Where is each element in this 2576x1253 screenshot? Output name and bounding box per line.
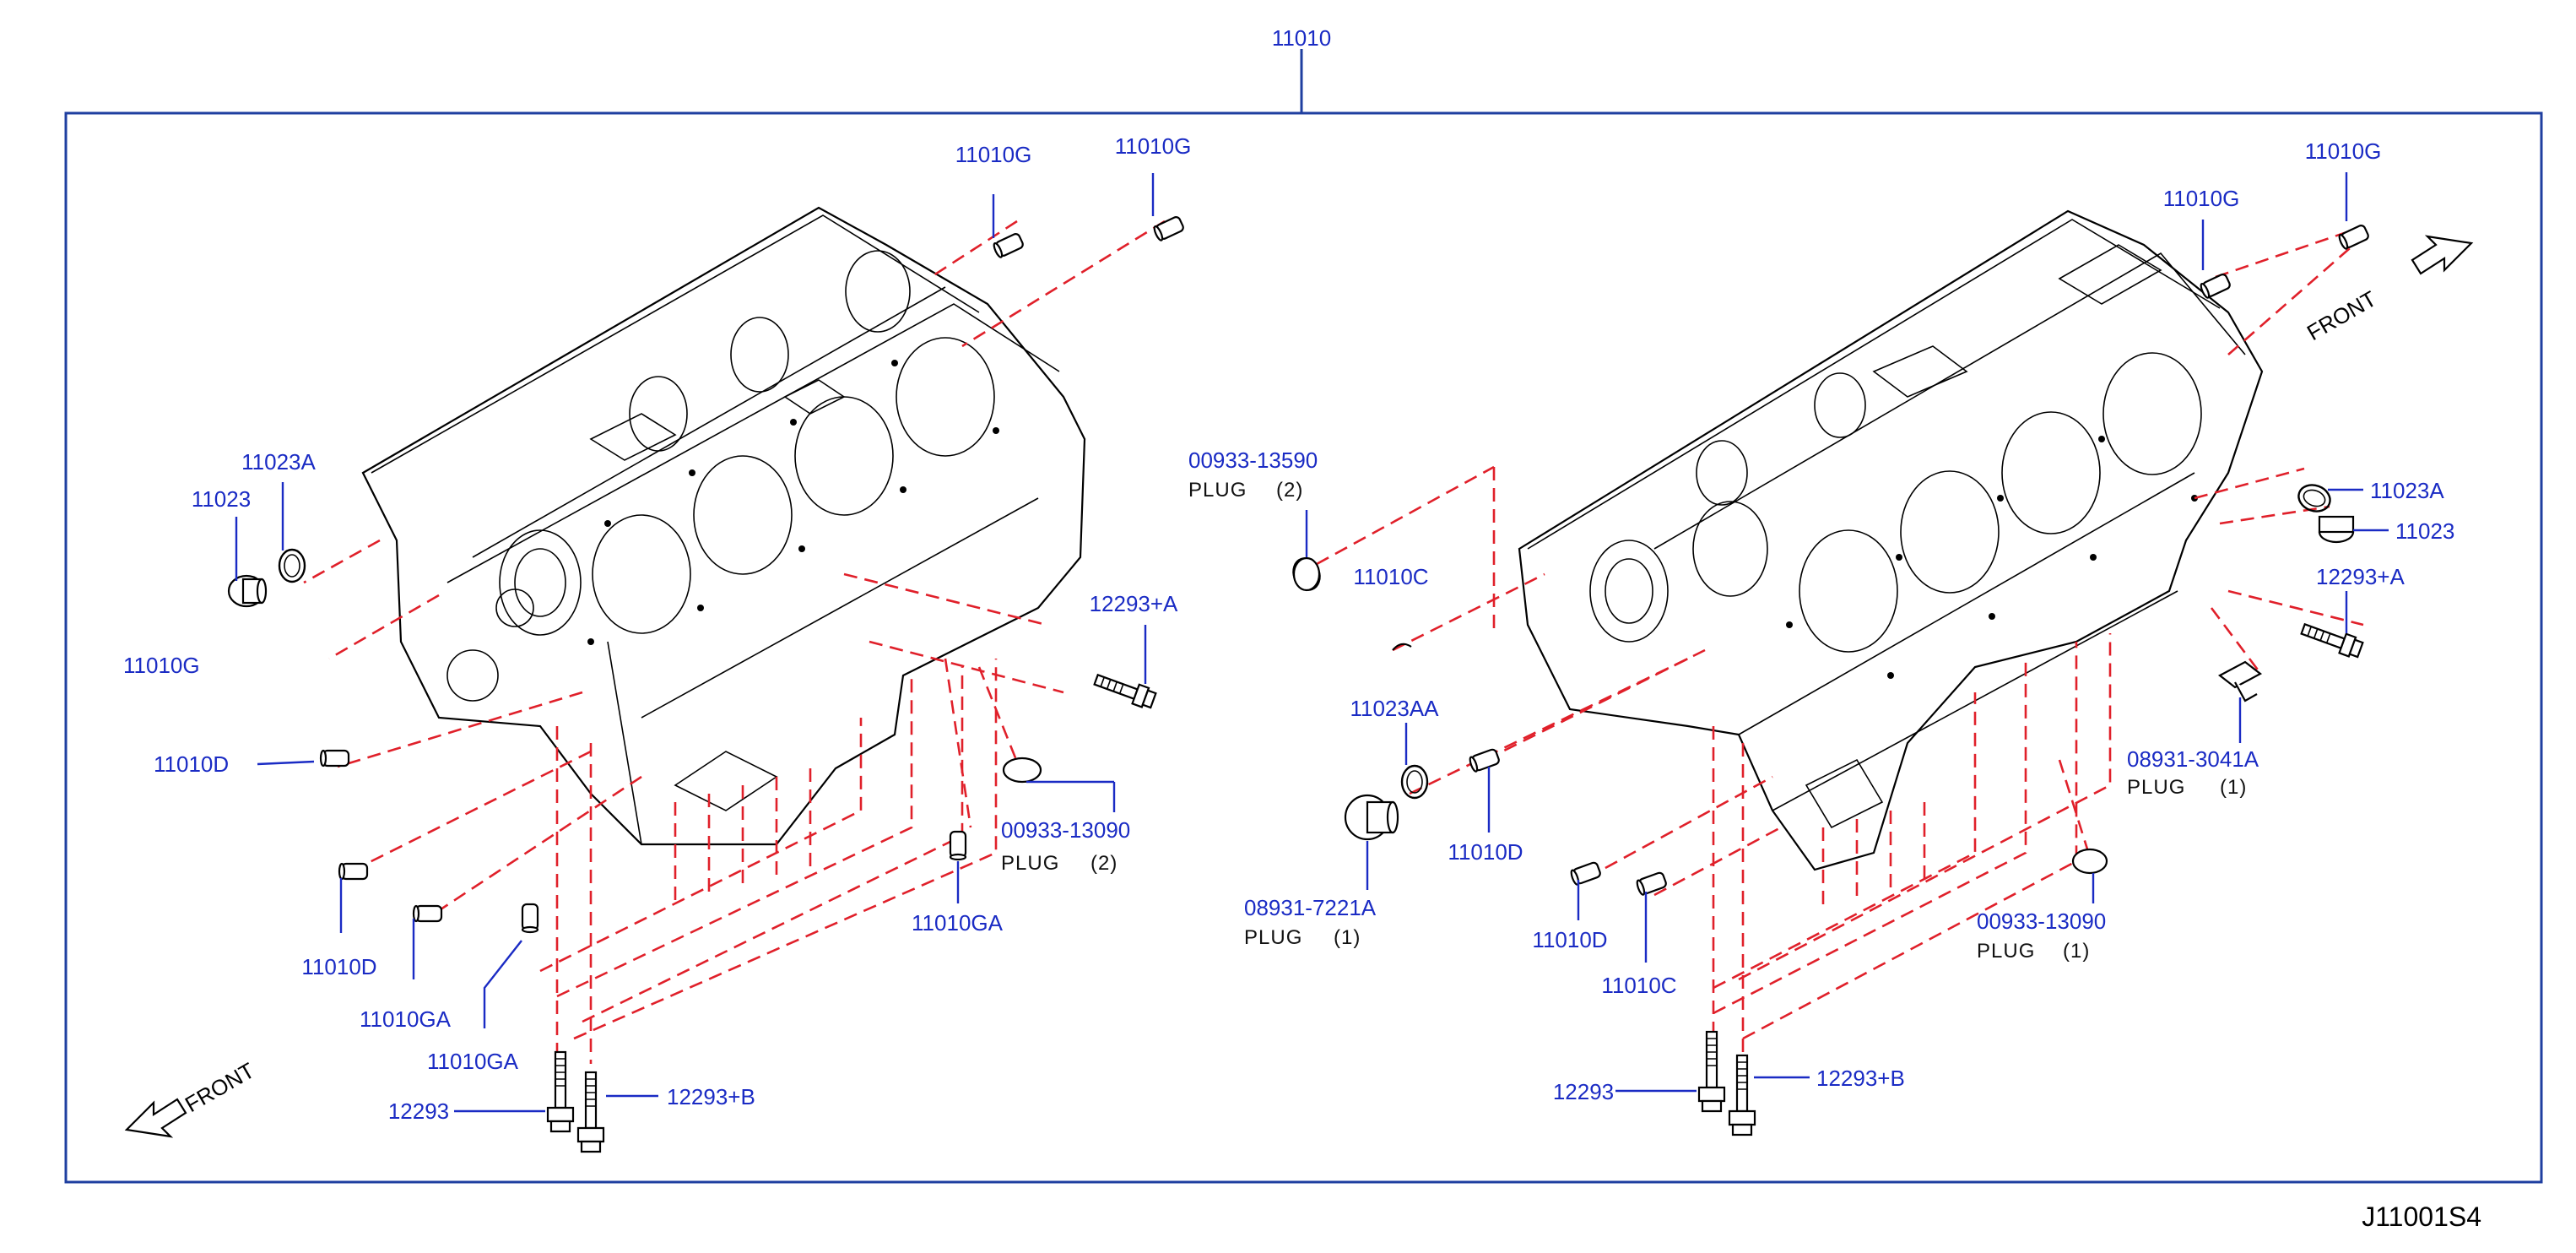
- dowel-11010d-d: [1568, 860, 1603, 887]
- label-12293b-right: 12293+B: [1816, 1066, 1905, 1091]
- label-11010d-d: 11010D: [1532, 927, 1607, 952]
- washer-11023a-right: [2293, 480, 2335, 517]
- plug-08931-3041a: [2217, 660, 2263, 702]
- diagram-frame: [64, 111, 2543, 1184]
- bolt-12293b-right: [1728, 1054, 1756, 1136]
- label-12293a-right: 12293+A: [2316, 564, 2405, 589]
- leaders-right: [1305, 172, 2389, 1093]
- dowel-11010d-c: [1467, 747, 1502, 773]
- bolt-12293a-left: [1091, 669, 1158, 711]
- label-11010ga-b: 11010GA: [427, 1049, 519, 1074]
- label-11010ga-c: 11010GA: [912, 910, 1004, 936]
- bolt-12293a-right: [2298, 618, 2365, 660]
- label-11010g-d: 11010G: [2163, 186, 2240, 211]
- label-11010g-a: 11010G: [955, 142, 1032, 167]
- label-11010d-c: 11010D: [1448, 839, 1523, 865]
- dowel-11010d-b: [338, 862, 369, 881]
- dowel-11010g-e: [2336, 223, 2371, 251]
- dowel-11010g-a: [991, 231, 1026, 259]
- plug-text-08931-7221a: PLUG: [1244, 926, 1302, 949]
- label-11023-left: 11023: [192, 486, 251, 512]
- cylinder-block-right: [1518, 209, 2264, 871]
- bolt-12293-left: [546, 1050, 575, 1133]
- plug-qty-00933-13090-left: (2): [1090, 852, 1118, 875]
- dowel-11010c-b: [1634, 871, 1669, 897]
- dowel-11010d-a: [319, 749, 350, 768]
- plug-qty-00933-13090-right: (1): [2063, 940, 2090, 963]
- plug-text-00933-13090-left: PLUG: [1001, 852, 1059, 875]
- label-12293a-left: 12293+A: [1090, 591, 1178, 616]
- dowel-11010ga-c: [949, 830, 967, 861]
- plug-11023-right: [2318, 515, 2355, 544]
- plug-text-08931-3041a: PLUG: [2127, 776, 2185, 799]
- label-12293-right: 12293: [1553, 1079, 1614, 1104]
- label-11010g-b: 11010G: [1115, 133, 1192, 159]
- label-08931-3041a: 08931-3041A: [2127, 746, 2259, 772]
- front-arrow-left: FRONT: [124, 1057, 259, 1138]
- bolt-12293-right: [1697, 1030, 1726, 1113]
- washer-11023a-left: [278, 548, 306, 583]
- washer-11023aa: [1400, 764, 1429, 800]
- leaders-left: [235, 173, 1155, 1113]
- plug-00933-13090-left: [1002, 757, 1042, 784]
- dowel-11010ga-b: [521, 903, 539, 934]
- plug-11023-left: [227, 574, 268, 608]
- label-11010d-a: 11010D: [154, 751, 229, 777]
- label-08931-7221a: 08931-7221A: [1244, 895, 1377, 920]
- label-11010d-b: 11010D: [301, 954, 376, 979]
- front-arrow-right: FRONT: [2303, 235, 2474, 345]
- label-12293b-left: 12293+B: [667, 1084, 755, 1109]
- cylinder-block-left: [361, 206, 1086, 846]
- plug-text-00933-13090-right: PLUG: [1977, 940, 2035, 963]
- label-00933-13090-left: 00933-13090: [1001, 817, 1130, 843]
- label-11023a-right: 11023A: [2370, 478, 2444, 503]
- plug-qty-08931-7221a: (1): [1334, 926, 1361, 949]
- front-label-right: FRONT: [2303, 285, 2381, 345]
- label-00933-13090-right: 00933-13090: [1977, 909, 2106, 934]
- label-12293-left: 12293: [388, 1098, 449, 1124]
- label-11010g-c: 11010G: [123, 653, 200, 678]
- plug-00933-13090-right: [2071, 848, 2108, 875]
- label-11010c-a: 11010C: [1353, 564, 1428, 589]
- plug-qty-00933-13590: (2): [1276, 479, 1303, 502]
- label-11010c-b: 11010C: [1601, 973, 1676, 998]
- dowel-11010ga-a: [412, 904, 443, 923]
- plug-text-00933-13590: PLUG: [1188, 479, 1247, 502]
- diagram-reference-code: J11001S4: [2362, 1201, 2481, 1232]
- dowel-11010g-b: [1151, 214, 1186, 242]
- label-00933-13590: 00933-13590: [1188, 448, 1318, 473]
- assembly-number: 11010: [1272, 25, 1331, 51]
- dowel-11010g-d: [2198, 272, 2232, 300]
- label-11010ga-a: 11010GA: [360, 1006, 452, 1032]
- plug-qty-08931-3041a: (1): [2220, 776, 2247, 799]
- label-11023a-left: 11023A: [241, 449, 316, 475]
- label-11010g-e: 11010G: [2305, 138, 2382, 164]
- front-label-left: FRONT: [181, 1057, 259, 1117]
- plug-08931-7221a: [1344, 794, 1399, 841]
- bolt-12293b-left: [576, 1071, 605, 1153]
- label-11023-right: 11023: [2395, 518, 2454, 544]
- label-11023aa: 11023AA: [1350, 696, 1439, 721]
